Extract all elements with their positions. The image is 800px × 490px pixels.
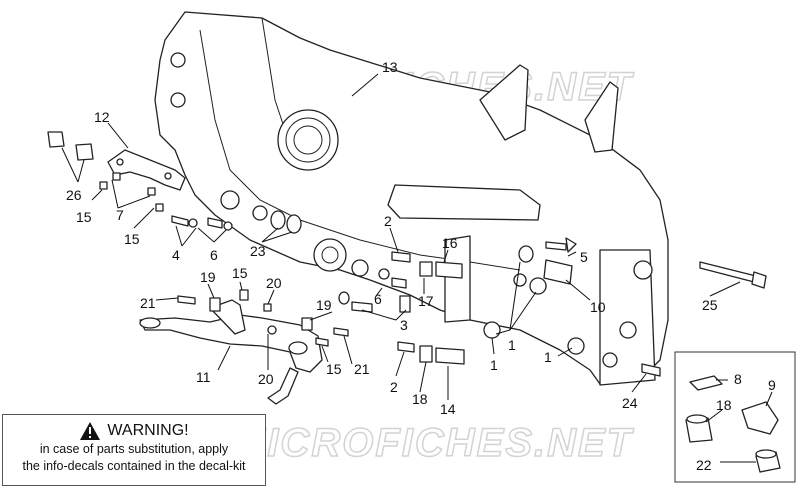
callout-19-a: 19 (200, 269, 216, 285)
callout-15-d: 15 (326, 361, 342, 377)
small-screws-left (99, 172, 164, 212)
callout-11: 11 (196, 369, 211, 385)
callout-15-a: 15 (76, 209, 92, 225)
callout-12: 12 (94, 109, 110, 125)
inset-box (674, 351, 796, 483)
callout-8: 8 (734, 371, 742, 387)
center-bolts (338, 251, 465, 365)
callout-1-a: 1 (508, 337, 516, 353)
bushings-part-23 (270, 210, 302, 234)
callout-1-b: 1 (490, 357, 498, 373)
callout-16: 16 (442, 235, 458, 251)
small-parts-bracket (177, 289, 349, 347)
callout-25: 25 (702, 297, 718, 313)
long-bolt-part-25 (699, 261, 767, 289)
callout-20-a: 20 (266, 275, 282, 291)
callout-17-a: 17 (418, 293, 434, 309)
callout-2-a: 2 (384, 213, 392, 229)
caps-part-26 (47, 131, 94, 161)
warning-title: WARNING! (107, 422, 189, 439)
callout-24: 24 (622, 395, 638, 411)
callout-1-c: 1 (544, 349, 552, 365)
callout-26: 26 (66, 187, 82, 203)
callout-15-b: 15 (124, 231, 140, 247)
callout-10: 10 (590, 299, 606, 315)
callout-15-c: 15 (232, 265, 248, 281)
callout-21-a: 21 (140, 295, 156, 311)
callout-17-b: 18 (412, 391, 428, 407)
callout-3: 3 (400, 317, 408, 333)
callout-7: 7 (116, 207, 124, 223)
callout-21-b: 21 (354, 361, 370, 377)
callout-20-b: 20 (258, 371, 274, 387)
bolts-part-4-6 (171, 215, 233, 231)
warning-title-row: WARNING! (3, 421, 265, 441)
warning-triangle-icon (80, 422, 101, 440)
leader-lines (61, 73, 773, 463)
callout-labels: 13 12 26 15 7 15 4 6 23 2 16 5 10 1 1 1 … (66, 59, 776, 473)
footrest-bracket-part-11 (139, 299, 323, 405)
callout-9: 9 (768, 377, 776, 393)
right-bushings (483, 237, 585, 355)
callout-6-b: 6 (374, 291, 382, 307)
bracket-part-12 (107, 149, 186, 191)
callout-5: 5 (580, 249, 588, 265)
bolt-part-24 (641, 363, 661, 377)
callout-2-b: 2 (390, 379, 398, 395)
warning-notice: WARNING! in case of parts substitution, … (2, 414, 266, 486)
warning-line-1: in case of parts substitution, apply (39, 442, 229, 456)
callout-6-a: 6 (210, 247, 218, 263)
callout-14: 14 (440, 401, 456, 417)
warning-line-2: the info-decals contained in the decal-k… (22, 459, 246, 473)
callout-23: 23 (250, 243, 266, 259)
callout-18: 18 (716, 397, 732, 413)
callout-19-b: 19 (316, 297, 332, 313)
callout-13: 13 (382, 59, 398, 75)
callout-22: 22 (696, 457, 712, 473)
watermark-bottom: MICROFICHES.NET (232, 421, 635, 465)
callout-4: 4 (172, 247, 180, 263)
